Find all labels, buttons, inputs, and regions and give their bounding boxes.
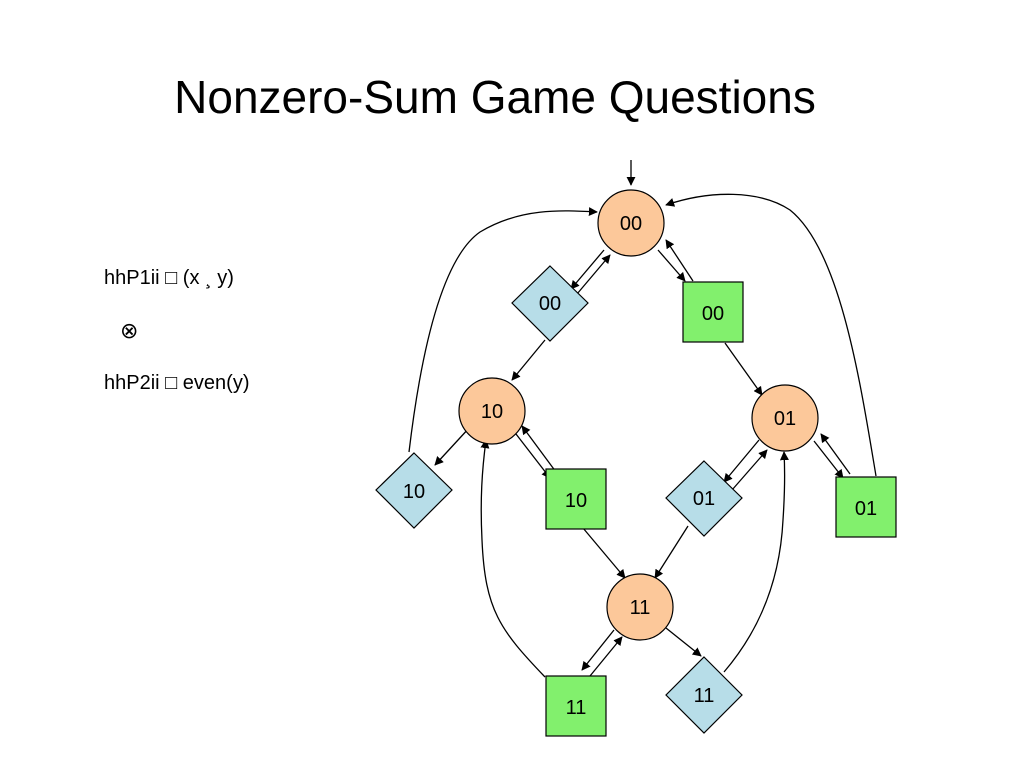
node-s10 [545, 468, 607, 530]
edge-d01-c01 [731, 449, 768, 491]
label-c10: 10 [481, 401, 503, 423]
node-d10 [375, 452, 453, 529]
edge-s10-c10 [521, 425, 557, 473]
formula-operator: ⊗ [120, 318, 139, 343]
edge-d10-c00 [408, 207, 598, 453]
label-d10: 10 [403, 481, 425, 503]
edge-s11-c10 [480, 439, 546, 678]
node-c01 [751, 384, 819, 452]
edge-s00-c00 [665, 239, 694, 282]
formula-p2: hhP2ii □ even(y) [104, 372, 250, 394]
node-labels: 00 10 01 11 00 10 01 11 00 10 01 11 [403, 213, 877, 719]
slide-title: Nonzero-Sum Game Questions [174, 71, 816, 123]
label-c00: 00 [620, 213, 642, 235]
node-c11 [606, 573, 674, 641]
label-c11: 11 [630, 597, 651, 619]
edge-d00-c10 [511, 339, 546, 381]
label-s11: 11 [566, 697, 587, 719]
node-s11 [545, 675, 607, 737]
label-c01: 01 [774, 408, 796, 430]
edges [408, 160, 877, 678]
label-d11: 11 [694, 685, 715, 707]
label-s00: 00 [702, 303, 724, 325]
edge-c00-d00 [570, 249, 605, 290]
nodes [375, 189, 897, 737]
node-d01 [665, 460, 743, 537]
node-c00 [597, 189, 665, 257]
edge-c01-d01 [723, 439, 760, 483]
edge-s10-c11 [582, 527, 626, 579]
formula-p1: hhP1ii □ (x ¸ y) [104, 267, 234, 289]
label-d00: 00 [539, 293, 561, 315]
edge-c11-d11 [665, 627, 702, 657]
node-s01 [835, 476, 897, 538]
node-c10 [458, 377, 526, 445]
node-d11 [665, 656, 743, 734]
edge-d01-c11 [654, 525, 689, 579]
node-d00 [511, 265, 589, 342]
label-s01: 01 [855, 498, 877, 520]
label-d01: 01 [693, 488, 715, 510]
edge-c11-s11 [581, 629, 615, 671]
edge-s00-c01 [724, 342, 763, 396]
edge-c10-s10 [515, 433, 551, 479]
edge-d11-c01 [723, 451, 789, 673]
edge-c01-s01 [813, 440, 844, 479]
node-s00 [682, 281, 744, 343]
edge-s11-c11 [589, 636, 623, 677]
edge-s01-c01 [820, 433, 851, 475]
edge-c10-d10 [434, 426, 471, 466]
edge-c00-s00 [657, 249, 686, 282]
label-s10: 10 [565, 490, 587, 512]
edge-s01-c00 [665, 193, 877, 477]
edge-d00-c00 [576, 254, 611, 295]
